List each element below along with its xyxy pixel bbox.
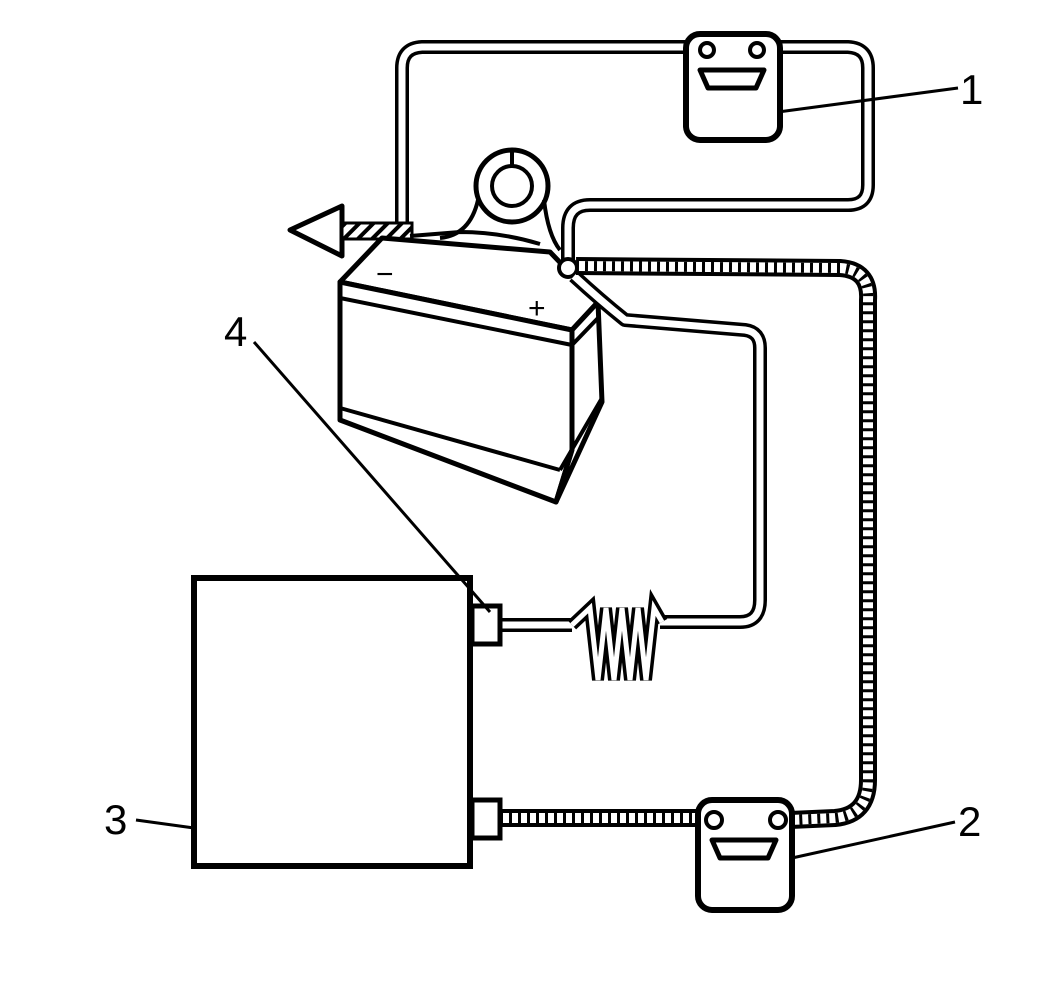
callout-3: 3 (104, 796, 127, 843)
battery: − + (337, 235, 605, 505)
component-3-box (191, 575, 503, 869)
resistor-symbol (567, 589, 668, 681)
braided-cable (500, 257, 878, 829)
connector-2 (695, 797, 795, 913)
terminal-lower (469, 797, 503, 841)
positive-terminal (557, 257, 579, 279)
connector-1 (683, 31, 783, 143)
alternator-symbol (439, 147, 562, 252)
resistor-wire (498, 270, 767, 632)
leader-lines (135, 86, 959, 860)
callout-4: 4 (224, 308, 247, 355)
terminal-upper (469, 603, 503, 647)
battery-positive-label: + (528, 292, 546, 325)
ground-arrow (287, 203, 541, 259)
battery-negative-label: − (376, 258, 394, 291)
callout-2: 2 (958, 798, 981, 845)
upper-wire (395, 40, 875, 266)
callout-1: 1 (960, 66, 983, 113)
